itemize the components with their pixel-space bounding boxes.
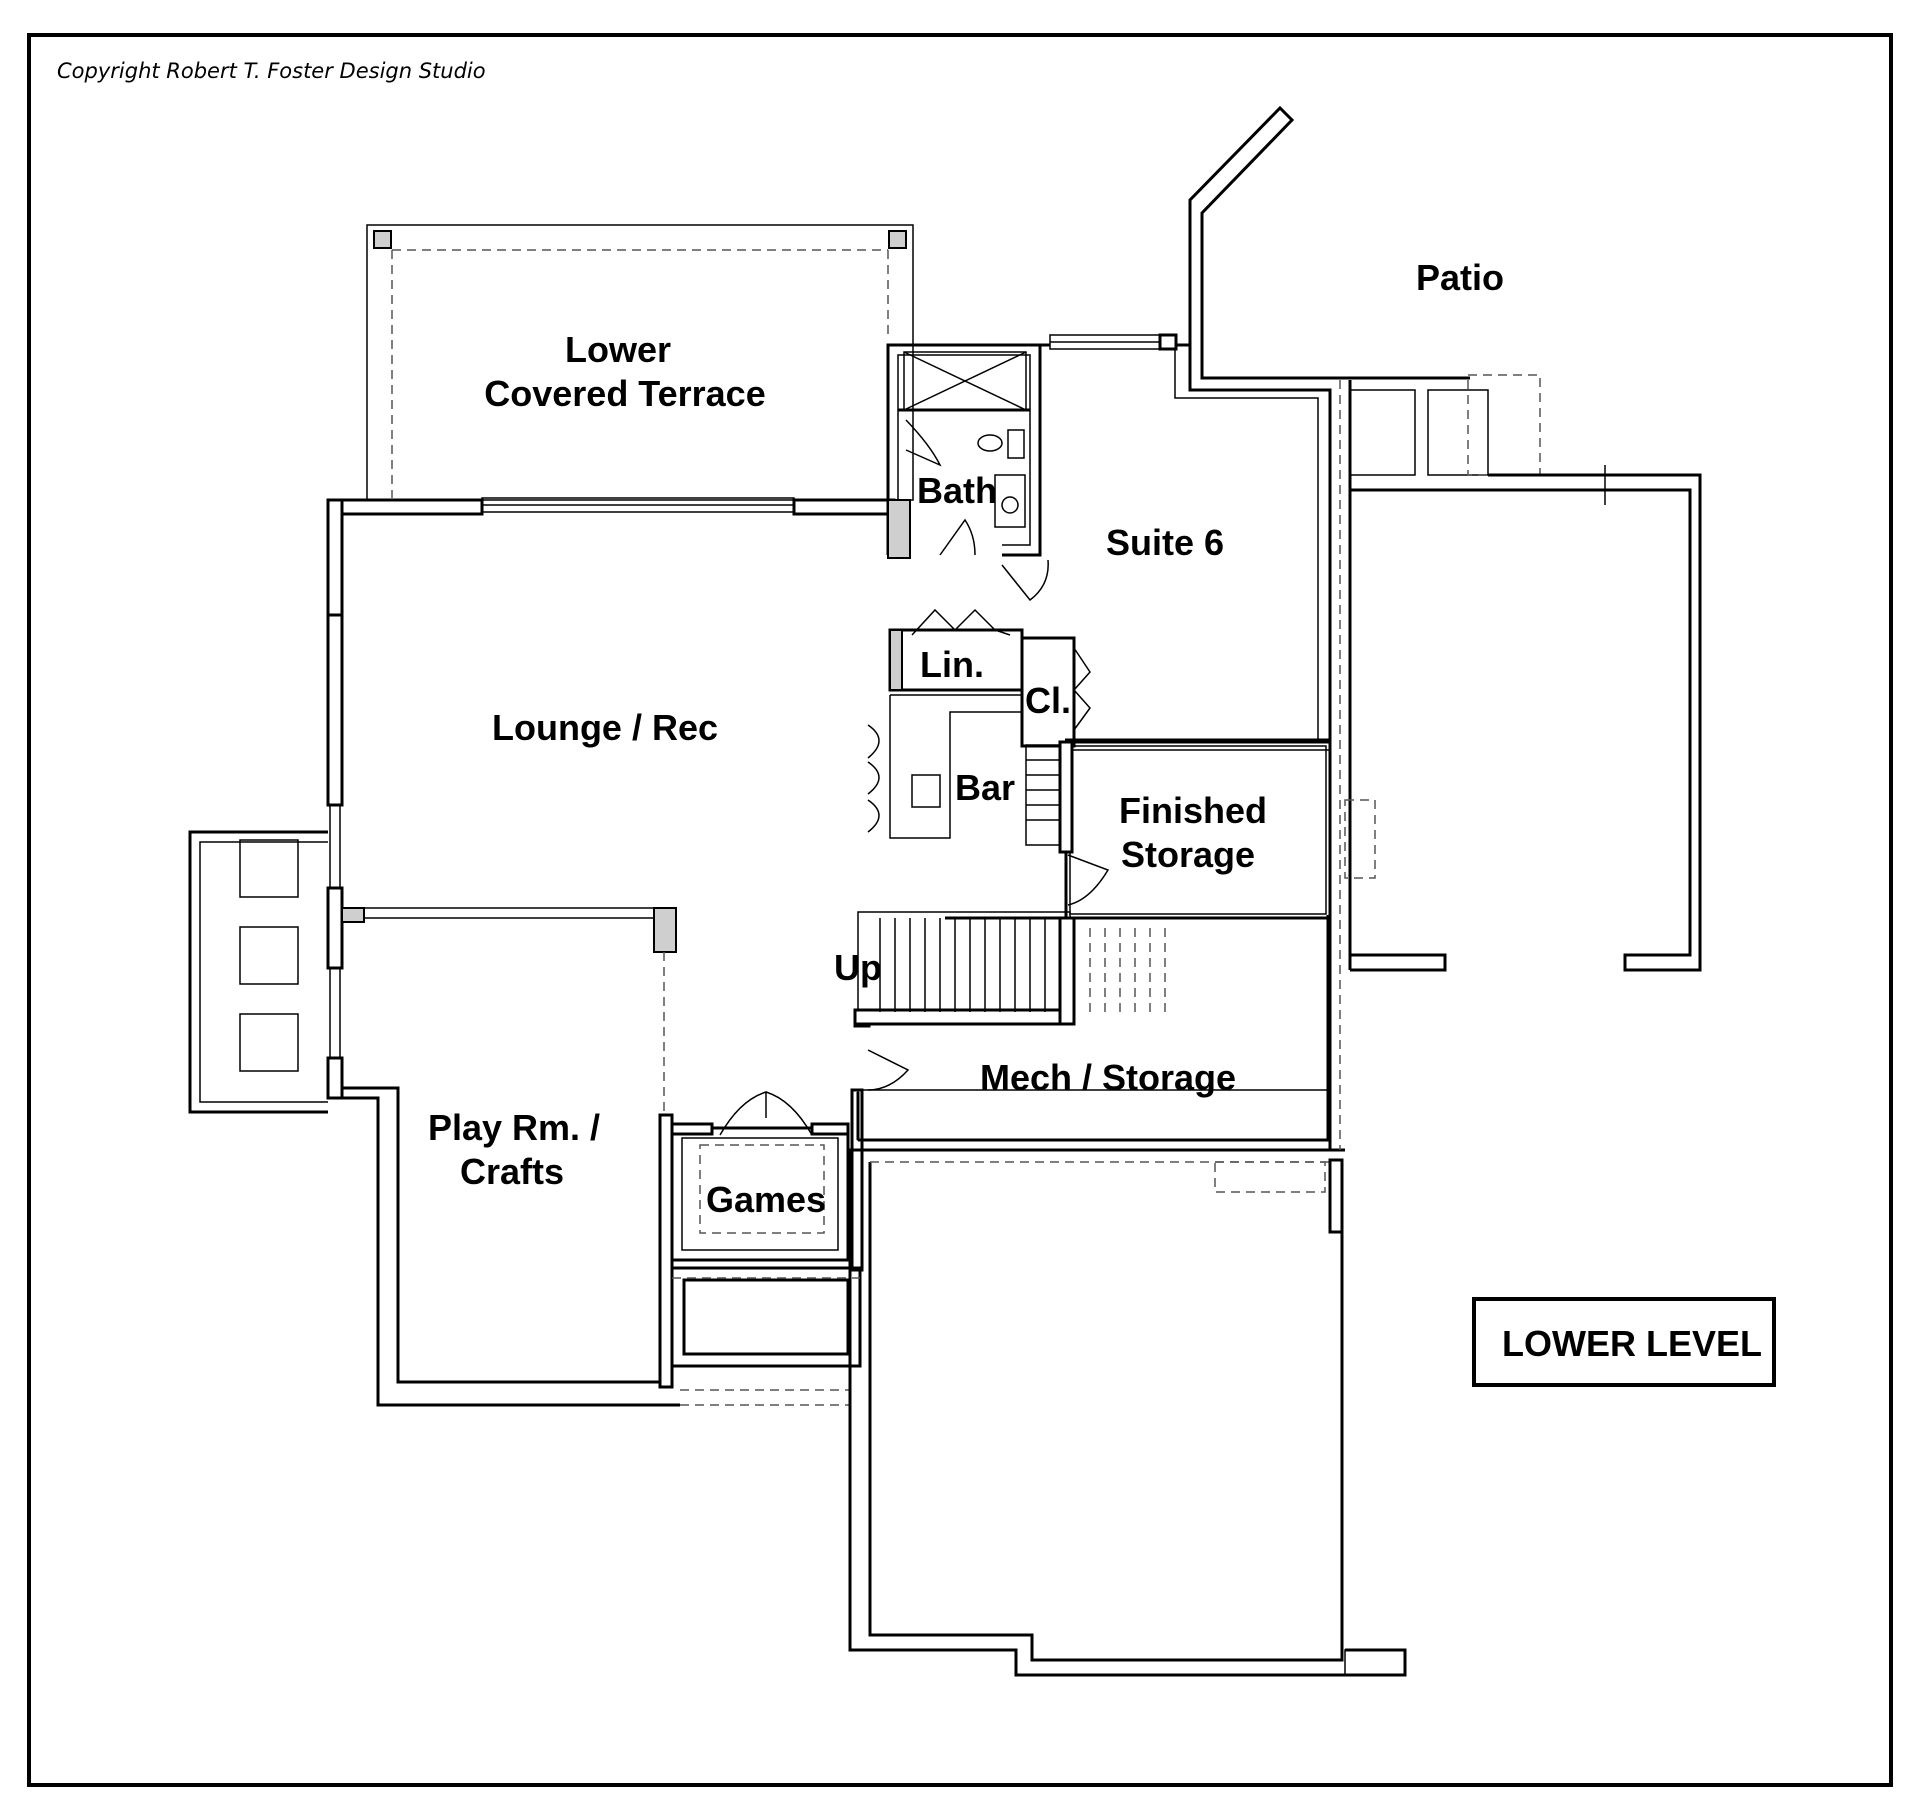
finished-storage-walls [1058, 740, 1332, 920]
room-label-play-line1: Play Rm. / [428, 1107, 600, 1148]
copyright-text: Copyright Robert T. Foster Design Studio [57, 59, 486, 83]
window-well [188, 830, 328, 1114]
lounge-walls [326, 497, 896, 1115]
room-label-games: Games [706, 1179, 826, 1220]
bath-walls [886, 343, 1042, 559]
linen-closet [888, 608, 1091, 748]
room-label-play-line2: Crafts [460, 1151, 564, 1192]
room-label-linen: Lin. [920, 644, 984, 685]
room-label-terrace-line1: Lower [565, 329, 671, 370]
room-label-closet: Cl. [1025, 680, 1071, 721]
level-badge-text: LOWER LEVEL [1502, 1323, 1762, 1364]
room-label-bath: Bath [917, 470, 997, 511]
right-structure [1188, 105, 1702, 1150]
room-label-suite: Suite 6 [1106, 522, 1224, 563]
room-label-mech: Mech / Storage [980, 1057, 1236, 1098]
stairs-label-up: Up [834, 947, 882, 988]
stairs [853, 911, 1166, 1026]
mech-storage-walls [853, 915, 1331, 1142]
room-label-storage-line2: Storage [1121, 834, 1255, 875]
room-label-storage-line1: Finished [1119, 790, 1267, 831]
terrace-structure [366, 224, 914, 501]
page-frame [27, 33, 1893, 1787]
room-label-terrace-line2: Covered Terrace [484, 373, 765, 414]
room-label-patio: Patio [1416, 257, 1504, 298]
games-closet [670, 1088, 864, 1368]
garage-walls [848, 1148, 1407, 1677]
room-label-bar: Bar [955, 767, 1015, 808]
level-badge [1472, 1297, 1776, 1387]
play-room-walls [342, 1086, 850, 1407]
room-label-lounge: Lounge / Rec [492, 707, 718, 748]
